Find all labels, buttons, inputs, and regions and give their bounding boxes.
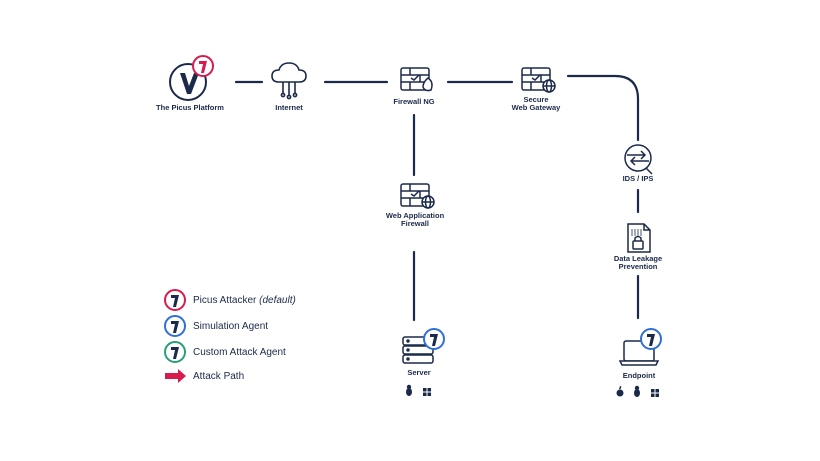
waf-label: Web Application Firewall <box>385 211 445 229</box>
endpoint-simulation-agent-icon <box>640 328 662 350</box>
picus-platform-label: The Picus Platform <box>156 103 224 112</box>
legend-picus-attacker: Picus Attacker (default) <box>163 289 296 311</box>
server-simulation-agent-icon <box>423 328 445 350</box>
legend-simulation-agent-label: Simulation Agent <box>193 320 269 332</box>
legend-custom-attack-agent-label: Custom Attack Agent <box>193 346 286 358</box>
linux-icon <box>406 384 412 396</box>
server-label: Server <box>407 368 431 377</box>
ids-ips-icon <box>624 144 653 175</box>
dlp-label: Data Leakage Prevention <box>613 254 663 272</box>
legend-picus-attacker-label: Picus Attacker (default) <box>193 294 296 306</box>
linux-icon <box>634 385 640 397</box>
picus-attacker-legend-icon <box>164 289 186 311</box>
firewall-ng-icon <box>400 67 433 92</box>
ids-ips-label: IDS / IPS <box>622 174 654 183</box>
web-application-firewall-icon <box>400 183 435 209</box>
secure-web-gateway-icon <box>521 67 556 93</box>
legend-attack-path: Attack Path <box>163 365 244 387</box>
link-swg-ids <box>566 74 640 142</box>
legend-simulation-agent: Simulation Agent <box>163 315 268 337</box>
firewall-ng-label: Firewall NG <box>393 97 435 106</box>
apple-icon <box>616 386 624 397</box>
windows-icon <box>423 388 431 396</box>
cloud-icon <box>271 62 307 100</box>
attack-path-arrow-icon <box>165 369 186 383</box>
simulation-agent-legend-icon <box>164 315 186 337</box>
windows-icon <box>651 389 659 397</box>
internet-label: Internet <box>275 103 303 112</box>
data-leakage-prevention-icon <box>627 223 651 253</box>
picus-platform-icon <box>169 55 214 101</box>
legend-custom-attack-agent: Custom Attack Agent <box>163 341 286 363</box>
legend-attack-path-label: Attack Path <box>193 370 245 382</box>
secure-web-gateway-label: Secure Web Gateway <box>511 95 561 113</box>
custom-attack-agent-legend-icon <box>164 341 186 363</box>
endpoint-label: Endpoint <box>622 371 656 380</box>
